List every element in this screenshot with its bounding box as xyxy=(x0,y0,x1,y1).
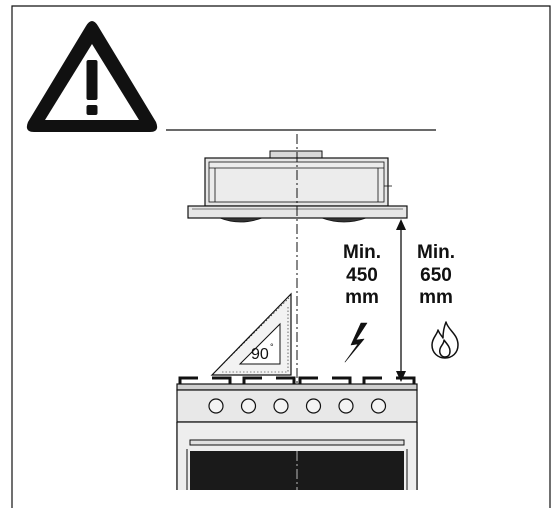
lightning-bolt-icon xyxy=(344,322,368,363)
diagram-border xyxy=(11,5,551,508)
electric-min-distance-label: Min. 450 mm xyxy=(343,242,381,308)
gas-label-line1: Min. xyxy=(417,242,455,263)
flame-icon xyxy=(431,321,459,359)
electric-label-line1: Min. xyxy=(343,242,381,263)
height-dimension-arrow xyxy=(396,219,406,382)
oven-door-handle xyxy=(189,439,405,446)
control-knob xyxy=(208,398,224,414)
gas-label-line3: mm xyxy=(419,287,453,308)
control-knob xyxy=(273,398,289,414)
electric-label-line2: 450 xyxy=(346,265,378,286)
control-knob xyxy=(240,398,257,414)
angle-label: 90 xyxy=(251,346,269,363)
electric-label-line3: mm xyxy=(345,287,379,308)
gas-label-line2: 650 xyxy=(420,265,452,286)
gas-min-distance-label: Min. 650 mm xyxy=(417,242,455,308)
control-knobs xyxy=(208,398,387,414)
angle-unit: ° xyxy=(270,342,274,352)
control-knob xyxy=(305,398,322,414)
control-knob xyxy=(370,398,387,414)
warning-triangle-icon xyxy=(26,21,158,132)
set-square-icon: 90 ° xyxy=(210,292,292,376)
control-knob xyxy=(338,398,354,414)
